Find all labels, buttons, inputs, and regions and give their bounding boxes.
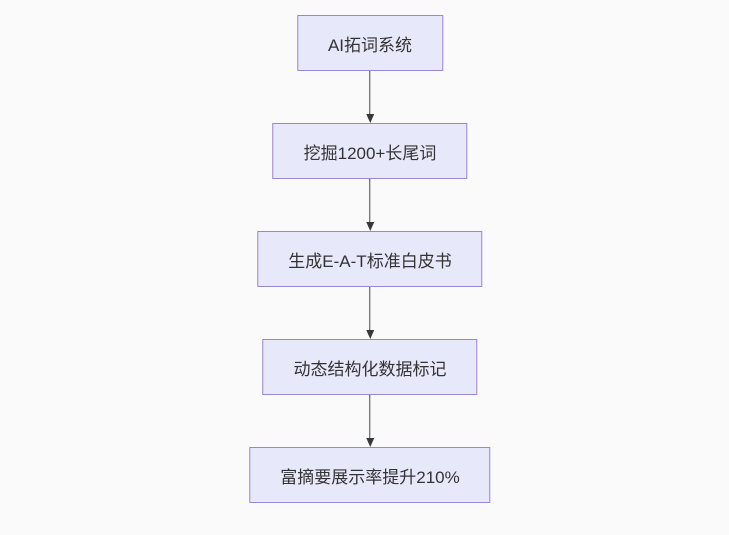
flow-node-label: 生成E-A-T标准白皮书: [288, 251, 452, 271]
flow-node-label: 动态结构化数据标记: [293, 359, 447, 379]
flow-node-ai-keyword-system: AI拓词系统: [296, 15, 444, 71]
arrow-head-down-icon: [365, 222, 374, 231]
arrow-line: [369, 179, 371, 223]
arrow-line: [369, 287, 371, 331]
arrow-head-down-icon: [365, 438, 374, 447]
arrow-head-down-icon: [365, 114, 374, 123]
arrow-head-down-icon: [365, 330, 374, 339]
flow-node-eat-whitepaper: 生成E-A-T标准白皮书: [257, 231, 483, 287]
flow-arrow-3: [365, 287, 374, 339]
flow-node-label: 富摘要展示率提升210%: [280, 467, 460, 487]
flow-node-label: AI拓词系统: [327, 35, 413, 55]
flow-node-rich-snippet-result: 富摘要展示率提升210%: [249, 447, 491, 503]
flow-arrow-1: [365, 71, 374, 123]
flow-node-label: 挖掘1200+长尾词: [303, 143, 437, 163]
flow-arrow-2: [365, 179, 374, 231]
flow-arrow-4: [365, 395, 374, 447]
flow-node-longtail-mining: 挖掘1200+长尾词: [272, 123, 468, 179]
flow-node-structured-data-markup: 动态结构化数据标记: [262, 339, 478, 395]
arrow-line: [369, 71, 371, 115]
flowchart: AI拓词系统 挖掘1200+长尾词 生成E-A-T标准白皮书 动态结构化数据标记…: [249, 15, 491, 503]
arrow-line: [369, 395, 371, 439]
